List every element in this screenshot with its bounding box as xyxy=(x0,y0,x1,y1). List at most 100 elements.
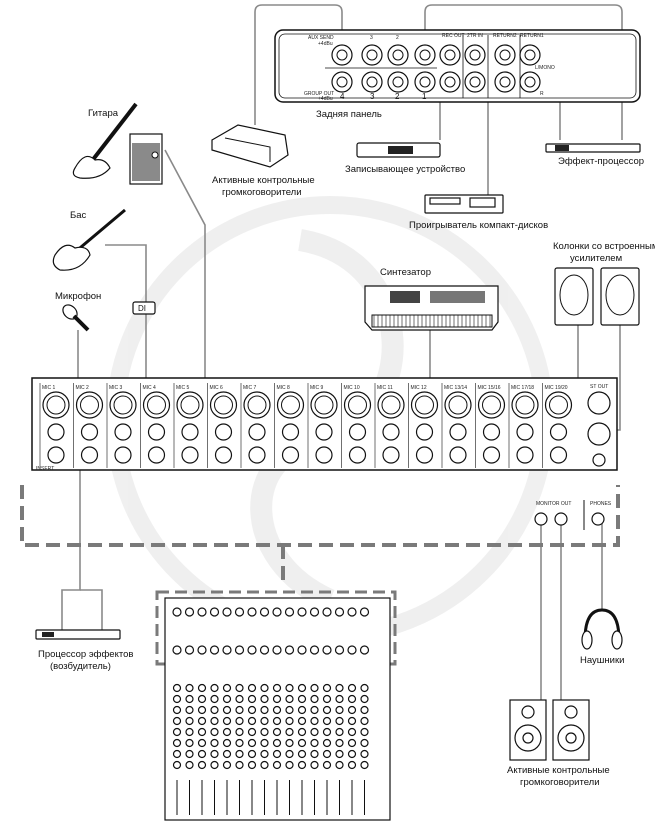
line-input-jack[interactable] xyxy=(415,423,434,441)
channel-strip: MIC 8 xyxy=(274,383,305,468)
line-input-jack[interactable] xyxy=(214,423,233,441)
svg-text:громкоговорители: громкоговорители xyxy=(222,187,302,198)
jack-icon xyxy=(519,71,541,93)
insert-jack[interactable] xyxy=(114,446,132,464)
line-input-jack[interactable] xyxy=(181,423,199,441)
jack-icon xyxy=(439,71,461,93)
svg-text:Записывающее устройство: Записывающее устройство xyxy=(345,164,465,175)
insert-jack[interactable] xyxy=(248,446,266,464)
insert-jack[interactable] xyxy=(214,446,233,464)
jack-icon xyxy=(414,44,436,66)
line-input-jack[interactable] xyxy=(382,423,400,441)
insert-jack[interactable] xyxy=(516,446,534,464)
svg-text:MIC 7: MIC 7 xyxy=(243,385,257,391)
channel-strip: MIC 1 xyxy=(39,383,70,468)
effect-processor: Эффект-процессор xyxy=(545,143,644,167)
insert-jack[interactable] xyxy=(549,446,568,464)
svg-text:L/MONO: L/MONO xyxy=(535,65,555,71)
svg-text:(возбудитель): (возбудитель) xyxy=(50,661,111,672)
bass: Бас xyxy=(52,208,126,271)
insert-jack[interactable] xyxy=(80,446,99,464)
jack-icon xyxy=(494,71,516,93)
svg-text:INSERT: INSERT xyxy=(36,466,54,472)
channel-strip: MIC 6 xyxy=(207,383,238,468)
svg-text:MIC 17/18: MIC 17/18 xyxy=(511,385,534,391)
line-input-jack[interactable] xyxy=(114,423,132,441)
line-input-jack[interactable] xyxy=(248,423,266,441)
insert-jack[interactable] xyxy=(47,446,65,464)
line-input-jack[interactable] xyxy=(449,423,467,441)
line-input-jack[interactable] xyxy=(516,423,534,441)
svg-text:+4dBu: +4dBu xyxy=(318,96,333,102)
channel-strip: MIC 17/18 xyxy=(508,383,539,468)
line-input-jack[interactable] xyxy=(80,423,99,441)
recorder: Записывающее устройство xyxy=(345,142,465,175)
svg-text:MIC 2: MIC 2 xyxy=(76,385,90,391)
svg-text:Проигрыватель компакт-дисков: Проигрыватель компакт-дисков xyxy=(409,220,548,231)
svg-text:4: 4 xyxy=(340,92,345,101)
svg-text:MIC 3: MIC 3 xyxy=(109,385,123,391)
cd-player: Проигрыватель компакт-дисков xyxy=(409,194,548,231)
insert-jack[interactable] xyxy=(482,446,501,464)
di-box: DI xyxy=(132,301,156,315)
svg-text:Эффект-процессор: Эффект-процессор xyxy=(558,156,644,167)
line-input-jack[interactable] xyxy=(281,423,300,441)
svg-text:RETURN2: RETURN2 xyxy=(493,33,517,39)
svg-text:PHONES: PHONES xyxy=(590,501,612,507)
svg-text:Активные контрольные: Активные контрольные xyxy=(507,765,610,776)
svg-text:2: 2 xyxy=(395,92,400,101)
line-input-jack[interactable] xyxy=(549,423,568,441)
mixer-front xyxy=(155,590,397,821)
svg-text:MIC 19/20: MIC 19/20 xyxy=(545,385,568,391)
svg-text:Микрофон: Микрофон xyxy=(55,291,101,302)
insert-jack[interactable] xyxy=(181,446,199,464)
line-input-jack[interactable] xyxy=(482,423,501,441)
active-monitor-wedge: Активные контрольные громкоговорители xyxy=(211,124,315,198)
insert-jack[interactable] xyxy=(315,446,333,464)
svg-text:MIC 5: MIC 5 xyxy=(176,385,190,391)
insert-jack[interactable] xyxy=(415,446,434,464)
channel-strip: MIC 3 xyxy=(106,383,137,468)
svg-text:Синтезатор: Синтезатор xyxy=(380,267,431,278)
jack-icon xyxy=(519,44,541,66)
svg-text:Колонки со встроенным: Колонки со встроенным xyxy=(553,241,655,252)
headphones: Наушники xyxy=(580,608,624,666)
svg-text:1: 1 xyxy=(422,92,427,101)
svg-text:DI: DI xyxy=(138,304,146,313)
rear-panel: AUX SEND +4dBu 3 2 GROUP OUT +4dBu 4 3 2… xyxy=(274,29,641,120)
insert-jack[interactable] xyxy=(147,446,166,464)
jack-icon xyxy=(361,71,383,93)
insert-jack[interactable] xyxy=(281,446,300,464)
svg-text:MIC 4: MIC 4 xyxy=(143,385,157,391)
svg-text:2TR IN: 2TR IN xyxy=(467,33,483,39)
jack-icon xyxy=(361,44,383,66)
svg-text:ST OUT: ST OUT xyxy=(590,384,608,390)
insert-jack[interactable] xyxy=(348,446,367,464)
svg-text:2: 2 xyxy=(396,35,399,41)
insert-jack[interactable] xyxy=(382,446,400,464)
line-input-jack[interactable] xyxy=(47,423,65,441)
channel-strip: MIC 12 xyxy=(408,383,439,468)
svg-text:MIC 13/14: MIC 13/14 xyxy=(444,385,467,391)
channel-strip: MIC 13/14 xyxy=(441,383,472,468)
jack-icon xyxy=(464,71,486,93)
jack-icon xyxy=(464,44,486,66)
svg-text:Процессор эффектов: Процессор эффектов xyxy=(38,649,133,660)
svg-text:MIC 11: MIC 11 xyxy=(377,385,393,391)
insert-jack[interactable] xyxy=(449,446,467,464)
line-input-jack[interactable] xyxy=(147,423,166,441)
guitar-amp xyxy=(129,133,163,185)
svg-text:громкоговорители: громкоговорители xyxy=(520,777,600,788)
svg-text:MONITOR OUT: MONITOR OUT xyxy=(536,501,571,507)
microphone: Микрофон xyxy=(55,291,101,332)
svg-text:MIC 1: MIC 1 xyxy=(42,385,56,391)
svg-text:MIC 10: MIC 10 xyxy=(344,385,360,391)
line-input-jack[interactable] xyxy=(315,423,333,441)
svg-text:REC OUT: REC OUT xyxy=(442,33,465,39)
line-input-jack[interactable] xyxy=(348,423,367,441)
channel-strip: MIC 19/20 xyxy=(542,383,573,468)
jack-icon xyxy=(331,44,353,66)
rear-jacks xyxy=(331,44,541,93)
svg-text:+4dBu: +4dBu xyxy=(318,41,333,47)
